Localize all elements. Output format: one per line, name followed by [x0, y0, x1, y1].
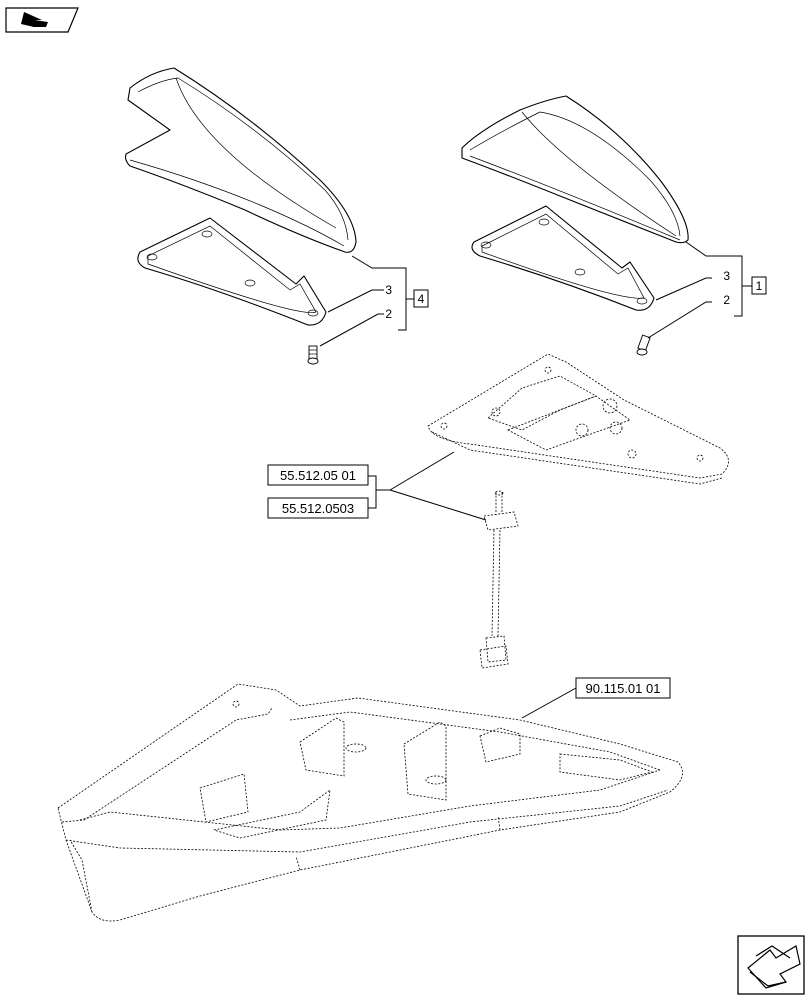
left-gasket-part	[137, 217, 327, 326]
nav-prev-icon[interactable]	[5, 7, 79, 33]
console-base-part	[57, 683, 683, 922]
right-leaders	[647, 241, 752, 339]
left-cover-part	[124, 67, 357, 253]
callout-55-512-05-01[interactable]: 55.512.05 01	[267, 464, 369, 486]
reference-leaders	[368, 451, 487, 521]
right-item-lower-label: 2	[723, 293, 730, 307]
left-item-lower-label: 2	[385, 307, 392, 321]
right-kit-box: 1	[751, 276, 767, 295]
right-kit-label: 1	[756, 279, 763, 293]
callout-55-512-05-01-label: 55.512.05 01	[280, 468, 356, 483]
nav-next-icon[interactable]	[737, 935, 805, 995]
callout-90-115-01-01[interactable]: 90.115.01 01	[575, 677, 671, 699]
right-item-upper-label: 3	[723, 269, 730, 283]
left-screw-part	[307, 345, 319, 365]
callout-90-115-01-01-label: 90.115.01 01	[586, 681, 661, 696]
left-kit-box: 4	[413, 289, 429, 308]
right-cover-part	[461, 95, 689, 244]
callout-55-512-0503[interactable]: 55.512.0503	[267, 497, 369, 519]
base-leader	[521, 687, 577, 719]
callout-55-512-0503-label: 55.512.0503	[282, 501, 354, 516]
left-kit-label: 4	[418, 292, 425, 306]
left-leaders	[319, 255, 414, 347]
right-screw-part	[636, 334, 651, 356]
mounting-plate-part	[427, 353, 729, 485]
left-item-upper-label: 3	[385, 283, 392, 297]
right-gasket-part	[471, 205, 655, 311]
sensor-switch-part	[479, 490, 519, 669]
